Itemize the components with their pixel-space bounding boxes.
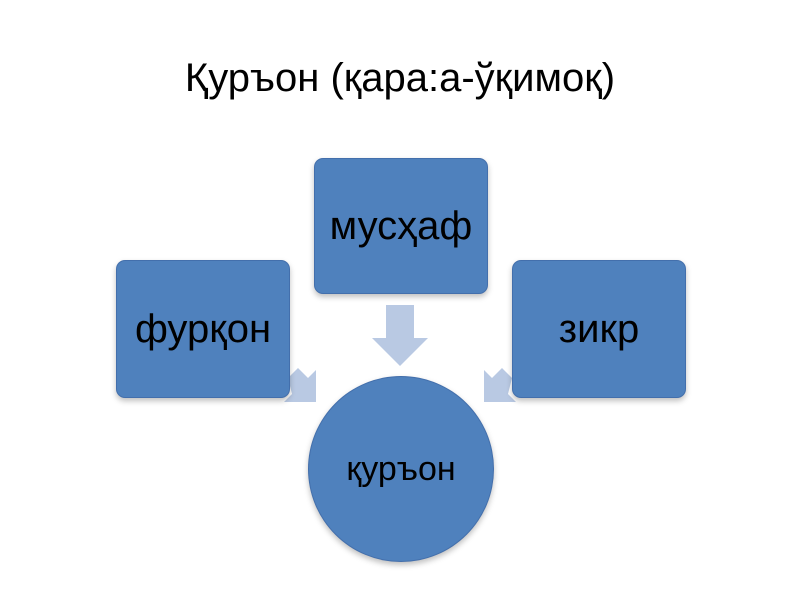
box-left: фурқон (116, 260, 290, 398)
box-right-label: зикр (558, 306, 640, 351)
arrow-right-to-center (484, 368, 516, 402)
center-circle: қуръон (308, 376, 494, 562)
arrow-down (372, 305, 428, 366)
box-right: зикр (512, 260, 686, 398)
box-top-label: мусҳаф (329, 203, 473, 248)
center-circle-label: қуръон (346, 449, 456, 488)
box-left-label: фурқон (134, 306, 272, 351)
arrow-left-to-center (284, 368, 316, 402)
box-top: мусҳаф (314, 158, 488, 294)
slide-title: Қуръон (қара:а-ўқимоқ) (184, 56, 616, 100)
